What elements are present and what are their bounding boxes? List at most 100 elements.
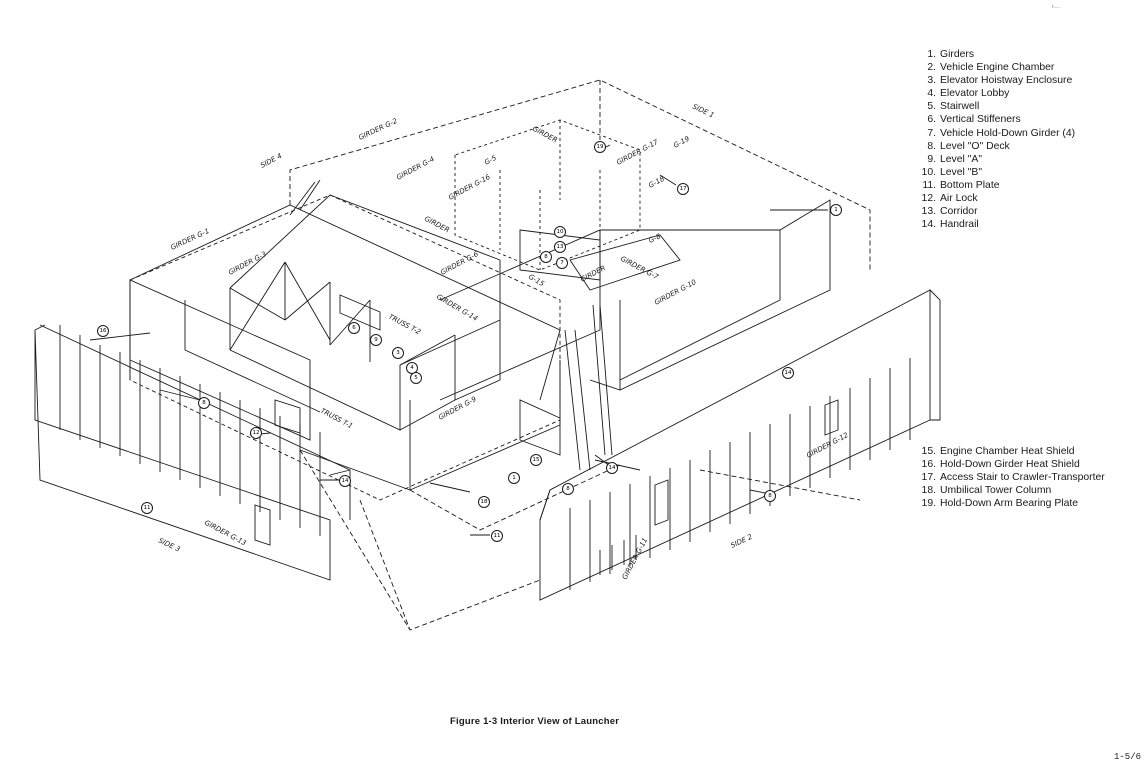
legend-item: 9.Level "A" [917,153,1075,166]
girder-g12-label: GIRDER G-12 [805,431,850,460]
legend-item-text: Elevator Hoistway Enclosure [940,75,1073,87]
legend-item: 13.Corridor [917,205,1075,218]
legend-item: 4.Elevator Lobby [917,87,1075,100]
truss-t1-label: TRUSS T-1 [319,407,354,431]
legend-item: 19. Hold-Down Arm Bearing Plate [917,497,1146,510]
legend-item-number: 7. [927,127,936,139]
callout-10: 10 [557,229,564,235]
legend-item-text: Bottom Plate [940,179,1000,191]
callout-6: 6 [352,325,356,331]
legend-item-number: 2. [927,62,936,74]
girder-g14-label: GIRDER G-14 [435,293,479,323]
legend-item-text: Level "B" [940,166,983,178]
legend-item-number: 16. [921,459,936,471]
legend-item: 1.Girders [917,48,1075,61]
side-1-label: SIDE 1 [691,103,715,120]
girder-g2-label: GIRDER G-2 [357,117,399,142]
callout-8-right: 8 [768,493,772,499]
legend-item: 2.Vehicle Engine Chamber [917,61,1075,74]
girder-g16-label: GIRDER G-16 [447,173,492,202]
legend-item: 11. Bottom Plate [917,179,1075,192]
callout-19: 19 [597,144,604,150]
callout-8-left: 8 [202,400,206,406]
figure-caption: Figure 1-3 Interior View of Launcher [450,716,620,727]
callout-18: 18 [481,499,488,505]
callout-17: 17 [680,186,687,192]
callout-12: 12 [253,430,260,436]
callout-4: 4 [410,365,414,371]
legend-item-text: Level "A" [940,153,983,165]
side-2-label: SIDE 2 [729,533,754,550]
legend-item: 17. Access Stair to Crawler-Transporter [917,471,1146,484]
legend-item-number: 11. [922,179,936,191]
legend-item: 14. Handrail [917,218,1075,231]
girder-g8-label: G-8 [647,232,662,245]
callout-8-center: 8 [544,254,548,260]
callout-13: 13 [557,244,564,250]
legend-item: 5. Stairwell [917,100,1075,113]
truss-t2-label: TRUSS T-2 [387,313,422,337]
legend-item-text: Air Lock [940,193,978,205]
girder-label-c: GIRDER [579,264,607,284]
legend-item: 15. Engine Chamber Heat Shield [917,445,1146,458]
legend-item-text: Vehicle Hold-Down Girder (4) [940,127,1076,139]
legend-item-number: 17. [921,472,936,484]
legend-item: 12. Air Lock [917,192,1075,205]
side-3-label: SIDE 3 [157,537,181,554]
legend-item-number: 12. [921,193,936,205]
girder-g19-label: G-19 [672,135,691,150]
girder-g17-label: GIRDER G-17 [615,138,660,167]
girder-g13-label: GIRDER G-13 [203,519,247,548]
legend-item-text: Access Stair to Crawler-Transporter [940,472,1105,484]
legend-item-number: 15. [921,446,936,457]
corner-mark: r..... [1052,4,1061,10]
page-number: 1-5/6 [1114,752,1142,762]
legend-item-number: 3. [927,75,936,87]
legend-item-number: 1. [927,49,936,60]
girder-g4-label: GIRDER G-4 [395,155,436,182]
legend-item-number: 5. [927,101,936,113]
legend-item: 7. Vehicle Hold-Down Girder (4) [917,127,1075,140]
girder-label-b: GIRDER [423,215,451,235]
diagram-labels: SIDE 4 SIDE 1 SIDE 2 SIDE 3 GIRDER G-1 G… [157,103,850,581]
callout-15: 15 [533,457,540,463]
callout-5: 5 [414,375,418,381]
legend-item: 3. Elevator Hoistway Enclosure [917,74,1075,87]
legend-item-number: 13. [921,206,936,218]
callout-11-center: 11 [494,533,501,539]
legend-item-text: Vertical Stiffeners [940,114,1021,126]
girder-g11-label: GIRDER G-11 [621,536,650,580]
callout-8-lower: 8 [566,486,570,492]
legend-item-number: 8. [927,140,936,152]
callout-14-center: 14 [609,465,616,471]
legend-item-number: 14. [921,219,936,231]
callout-1: 1 [834,207,838,213]
girder-g10-label: GIRDER G-10 [653,278,698,307]
legend-item-text: Hold-Down Arm Bearing Plate [940,498,1079,510]
legend-item-number: 18. [921,485,936,497]
legend-item-text: Stairwell [940,101,980,113]
legend-item: 18. Umbilical Tower Column [917,484,1146,497]
legend-item: 10. Level "B" [917,166,1075,179]
callout-14-left: 14 [342,478,349,484]
legend-item-number: 19. [921,498,936,510]
legend-item: 8. Level "O" Deck [917,140,1075,153]
callout-14-right: 14 [785,370,792,376]
legend-item-number: 4. [927,88,936,100]
legend-item-text: Hold-Down Girder Heat Shield [940,459,1080,471]
legend-item: 16. Hold-Down Girder Heat Shield [917,458,1146,471]
legend-item-text: Engine Chamber Heat Shield [940,446,1075,457]
callout-9: 9 [374,337,378,343]
legend-item-number: 10. [921,166,936,178]
legend-item-text: Handrail [940,219,979,231]
legend-item-text: Umbilical Tower Column [940,485,1052,497]
legend-item-text: Level "O" Deck [940,140,1010,152]
callout-11-left: 11 [144,505,151,511]
callout-3: 3 [396,350,400,356]
legend-item-number: 6. [927,114,936,126]
legend-item: 6. Vertical Stiffeners [917,113,1075,126]
callout-7: 7 [560,260,564,266]
